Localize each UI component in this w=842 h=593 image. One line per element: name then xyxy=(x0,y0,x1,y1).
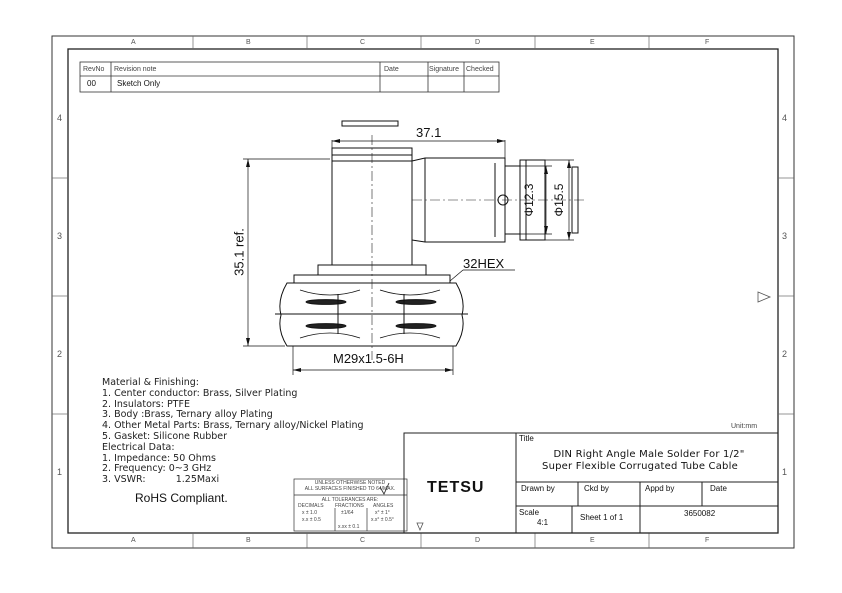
centerlines xyxy=(371,135,585,360)
tolerance-line1: UNLESS OTHERWISE NOTED xyxy=(314,480,386,486)
note-line: 1. Impedance: 50 Ohms xyxy=(102,452,216,464)
tolerance-ang1: x° ± 1° xyxy=(375,510,390,516)
rev-header-signature: Signature xyxy=(429,66,459,73)
dim-height-label: 35.1 ref. xyxy=(231,228,247,276)
title-line2: Super Flexible Corrugated Tube Cable xyxy=(542,461,738,472)
scale-label: Scale xyxy=(519,508,540,517)
zone-col-a-top: A xyxy=(131,39,136,46)
zone-row-2-left: 2 xyxy=(57,349,63,359)
note-line: 2. Frequency: 0~3 GHz xyxy=(102,463,212,475)
note-line: 3. Body :Brass, Ternary alloy Plating xyxy=(102,409,273,421)
note-line: Material & Finishing: xyxy=(102,377,199,388)
rev-header-note: Revision note xyxy=(114,66,157,73)
zone-col-b-bottom: B xyxy=(246,537,251,544)
unit-label: Unit:mm xyxy=(731,423,758,430)
tolerance-col-angles: ANGLES xyxy=(373,503,394,509)
zone-col-d-bottom: D xyxy=(475,537,481,544)
dim-dia-inner-label: Φ12.3 xyxy=(522,183,536,217)
connector-drawing xyxy=(275,120,579,347)
company-logo: TETSU xyxy=(427,479,485,496)
zone-col-b-top: B xyxy=(246,39,251,46)
title-line1: DIN Right Angle Male Solder For 1/2" xyxy=(553,449,745,460)
zone-row-2-right: 2 xyxy=(782,349,788,359)
dimension-arrows xyxy=(246,139,571,372)
appd-by-label: Appd by xyxy=(645,484,675,493)
zone-col-c-bottom: C xyxy=(360,537,366,544)
sheet-label: Sheet 1 of 1 xyxy=(580,513,624,522)
part-number: 3650082 xyxy=(684,509,716,518)
note-line: Electrical Data: xyxy=(102,441,175,453)
title-label: Title xyxy=(519,434,534,443)
dim-thread-label: M29x1.5-6H xyxy=(333,351,404,366)
tolerance-frac: ±1/64 xyxy=(341,510,354,516)
dim-hex-label: 32HEX xyxy=(463,256,505,271)
note-line: 2. Insulators: PTFE xyxy=(102,398,190,410)
tolerance-dec2: x.x ± 0.5 xyxy=(302,517,321,523)
title-block-lines xyxy=(403,432,779,534)
rohs-label: RoHS Compliant. xyxy=(135,491,228,505)
tolerance-col-decimals: DECIMALS xyxy=(298,503,324,509)
zone-ticks xyxy=(52,36,794,548)
center-mark-bottom xyxy=(416,522,424,532)
material-notes: Material & Finishing: 1. Center conducto… xyxy=(102,377,364,486)
rev-header-no: RevNo xyxy=(83,66,105,73)
note-line: 4. Other Metal Parts: Brass, Ternary all… xyxy=(102,420,364,432)
rev-row-note: Sketch Only xyxy=(117,79,161,88)
tolerance-col-fractions: FRACTIONS xyxy=(335,503,364,509)
tolerance-dec3: x.xx ± 0.1 xyxy=(338,524,360,530)
rev-header-date: Date xyxy=(384,66,399,73)
zone-col-e-top: E xyxy=(590,39,595,46)
zone-col-d-top: D xyxy=(475,39,481,46)
center-mark-right xyxy=(757,291,772,303)
zone-col-e-bottom: E xyxy=(590,537,595,544)
tolerance-dec1: x ± 1.0 xyxy=(302,510,317,516)
note-line: 1. Center conductor: Brass, Silver Plati… xyxy=(102,387,298,399)
gasket-view xyxy=(341,120,399,127)
note-line: 5. Gasket: Silicone Rubber xyxy=(102,430,228,442)
tolerance-line2: ALL SURFACES FINISHED TO 64/MAX. xyxy=(304,486,396,492)
zone-row-4-right: 4 xyxy=(782,113,788,123)
zone-col-a-bottom: A xyxy=(131,537,136,544)
zone-row-3-right: 3 xyxy=(782,231,788,241)
dimension-lines xyxy=(243,140,574,375)
revision-table-lines xyxy=(79,61,500,93)
dim-width-label: 37.1 xyxy=(416,125,442,140)
scale-value: 4:1 xyxy=(537,518,549,527)
rev-header-checked: Checked xyxy=(466,66,494,73)
zone-col-c-top: C xyxy=(360,39,366,46)
ckd-by-label: Ckd by xyxy=(584,484,609,493)
tolerance-box-lines xyxy=(293,478,408,532)
note-line: 3. VSWR: 1.25Maxi xyxy=(102,474,220,486)
zone-row-1-right: 1 xyxy=(782,467,788,477)
drawn-by-label: Drawn by xyxy=(521,484,555,493)
zone-row-3-left: 3 xyxy=(57,231,63,241)
zone-col-f-bottom: F xyxy=(705,537,710,544)
outer-frame xyxy=(51,35,795,549)
rev-row-no: 00 xyxy=(87,79,96,88)
date-label: Date xyxy=(710,484,727,493)
tolerance-ang2: x.x° ± 0.5° xyxy=(371,517,394,523)
zone-row-4-left: 4 xyxy=(57,113,63,123)
dim-dia-outer-label: Φ15.5 xyxy=(552,183,566,217)
zone-col-f-top: F xyxy=(705,39,710,46)
tolerance-header: ALL TOLERANCES ARE: xyxy=(321,497,379,503)
zone-row-1-left: 1 xyxy=(57,467,63,477)
